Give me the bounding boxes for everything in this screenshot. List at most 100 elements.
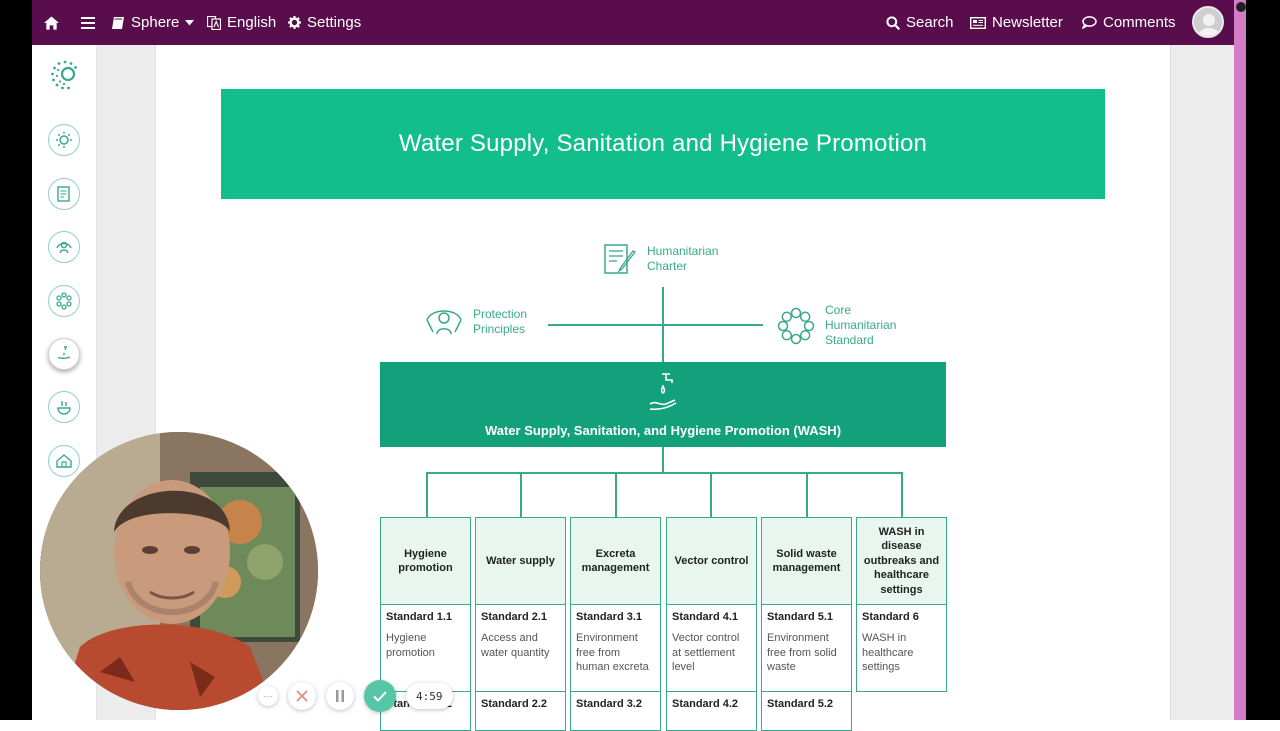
standard-number: Standard 1.1 [386,611,453,623]
column-heading: Solid waste management [761,517,852,605]
discard-recording-button[interactable] [288,682,316,710]
sphere-logo-icon[interactable] [49,59,81,91]
search-button[interactable]: Search [886,0,954,45]
settings-button[interactable]: Settings [288,0,361,45]
language-label: English [227,14,277,31]
protection-label-line1: Protection [473,307,528,321]
right-letterbox [1246,0,1280,720]
language-selector[interactable]: English [207,0,276,45]
standard-cell: Standard 5.1 Environment free from solid… [761,604,852,692]
column-heading: WASH in disease outbreaks and healthcare… [856,517,947,605]
sidebar-item-sphere[interactable] [48,124,80,156]
standard-column-wash-outbreaks: WASH in disease outbreaks and healthcare… [856,517,947,727]
connector-horizontal-mid [426,472,903,474]
browser-edge-strip [1234,0,1246,720]
core-label-line2: Humanitarian [825,318,897,332]
standard-cell: Standard 3.1 Environment free from human… [570,604,661,692]
search-label: Search [906,14,954,31]
standard-cell-next: Standard 5.2 [761,691,852,731]
recording-timer: 4:59 [406,683,453,709]
document-icon [57,186,70,202]
sidebar-item-wash[interactable] [48,338,80,370]
recording-controls: ··· 4:59 [258,680,453,712]
sidebar-item-charter[interactable] [48,178,80,210]
sphere-label: Sphere [131,14,180,31]
standard-number: Standard 2.1 [481,611,548,623]
connector-drop-6 [901,472,903,517]
standard-column-solid-waste: Solid waste management Standard 5.1 Envi… [761,517,852,731]
standard-description: Vector control at settlement level [672,632,740,673]
connector-drop-2 [520,472,522,517]
node-humanitarian-charter: Humanitarian Charter [601,242,718,276]
newspaper-icon [970,16,986,29]
comments-icon [1082,16,1097,29]
sidebar-item-shelter[interactable] [48,445,80,477]
core-label: Core Humanitarian Standard [825,303,896,348]
pause-recording-button[interactable] [326,682,354,710]
standard-number-next: Standard 2.2 [481,698,548,710]
settings-label: Settings [307,14,362,31]
home-button[interactable] [44,0,59,45]
column-heading: Hygiene promotion [380,517,471,605]
protection-principles-icon [426,310,462,335]
standard-description: WASH in healthcare settings [862,632,914,673]
standard-number: Standard 4.1 [672,611,739,623]
standard-cell-next: Standard 3.2 [570,691,661,731]
more-options-button[interactable]: ··· [258,686,278,706]
book-icon [112,16,124,29]
connector-drop-5 [806,472,808,517]
core-standard-icon [56,292,72,310]
standard-cell: Standard 2.1 Access and water quantity [475,604,566,692]
charter-label-line2: Charter [647,259,688,273]
standard-column-water-supply: Water supply Standard 2.1 Access and wat… [475,517,566,731]
standard-cell: Standard 4.1 Vector control at settlemen… [666,604,757,692]
connector-vertical-mid [662,447,664,473]
edge-dot [1236,2,1246,12]
sidebar-item-core-standard[interactable] [48,285,80,317]
connector-drop-1 [426,472,428,517]
core-label-line1: Core [825,303,852,317]
standard-number: Standard 5.1 [767,611,834,623]
charter-document-icon [604,244,636,274]
sphere-dropdown[interactable]: Sphere [111,0,195,45]
gear-icon [288,16,301,29]
column-heading: Excreta management [570,517,661,605]
protection-label-line2: Principles [473,322,526,336]
sidebar-item-protection[interactable] [48,231,80,263]
protection-hands-icon [56,241,72,254]
sidebar-item-food-security[interactable] [48,391,80,423]
webcam-overlay [40,432,318,710]
close-icon [296,690,308,702]
presenter-video [40,432,318,710]
core-label-line3: Standard [825,333,874,347]
charter-label-line1: Humanitarian [647,244,719,258]
shelter-icon [56,454,72,468]
caret-down-icon [185,19,195,25]
pause-icon [336,690,344,702]
more-options-label: ··· [263,691,273,701]
newsletter-button[interactable]: Newsletter [970,0,1063,45]
user-avatar[interactable] [1192,6,1224,38]
left-letterbox [0,0,32,720]
water-tap-icon [57,346,71,360]
translate-icon [207,15,221,30]
food-icon [57,401,71,415]
top-navigation-bar: Sphere English Settings Search Newslette… [32,0,1234,45]
standard-cell-next: Standard 4.2 [666,691,757,731]
menu-button[interactable] [81,0,95,45]
standard-number: Standard 3.1 [576,611,643,623]
standard-description: Hygiene promotion [386,632,435,659]
standard-cell: Standard 6 WASH in healthcare settings [856,604,947,692]
standard-number-next: Standard 4.2 [672,698,739,710]
chapter-banner: Water Supply, Sanitation and Hygiene Pro… [221,89,1105,199]
comments-button[interactable]: Comments [1082,0,1176,45]
newsletter-label: Newsletter [992,14,1063,31]
standard-cell-next: Standard 2.2 [475,691,566,731]
finish-recording-button[interactable] [364,680,396,712]
standard-description: Access and water quantity [481,632,550,659]
water-hand-icon [649,373,677,411]
protection-label: Protection Principles [473,307,527,337]
connector-horizontal-top [548,324,763,326]
column-heading: Vector control [666,517,757,605]
